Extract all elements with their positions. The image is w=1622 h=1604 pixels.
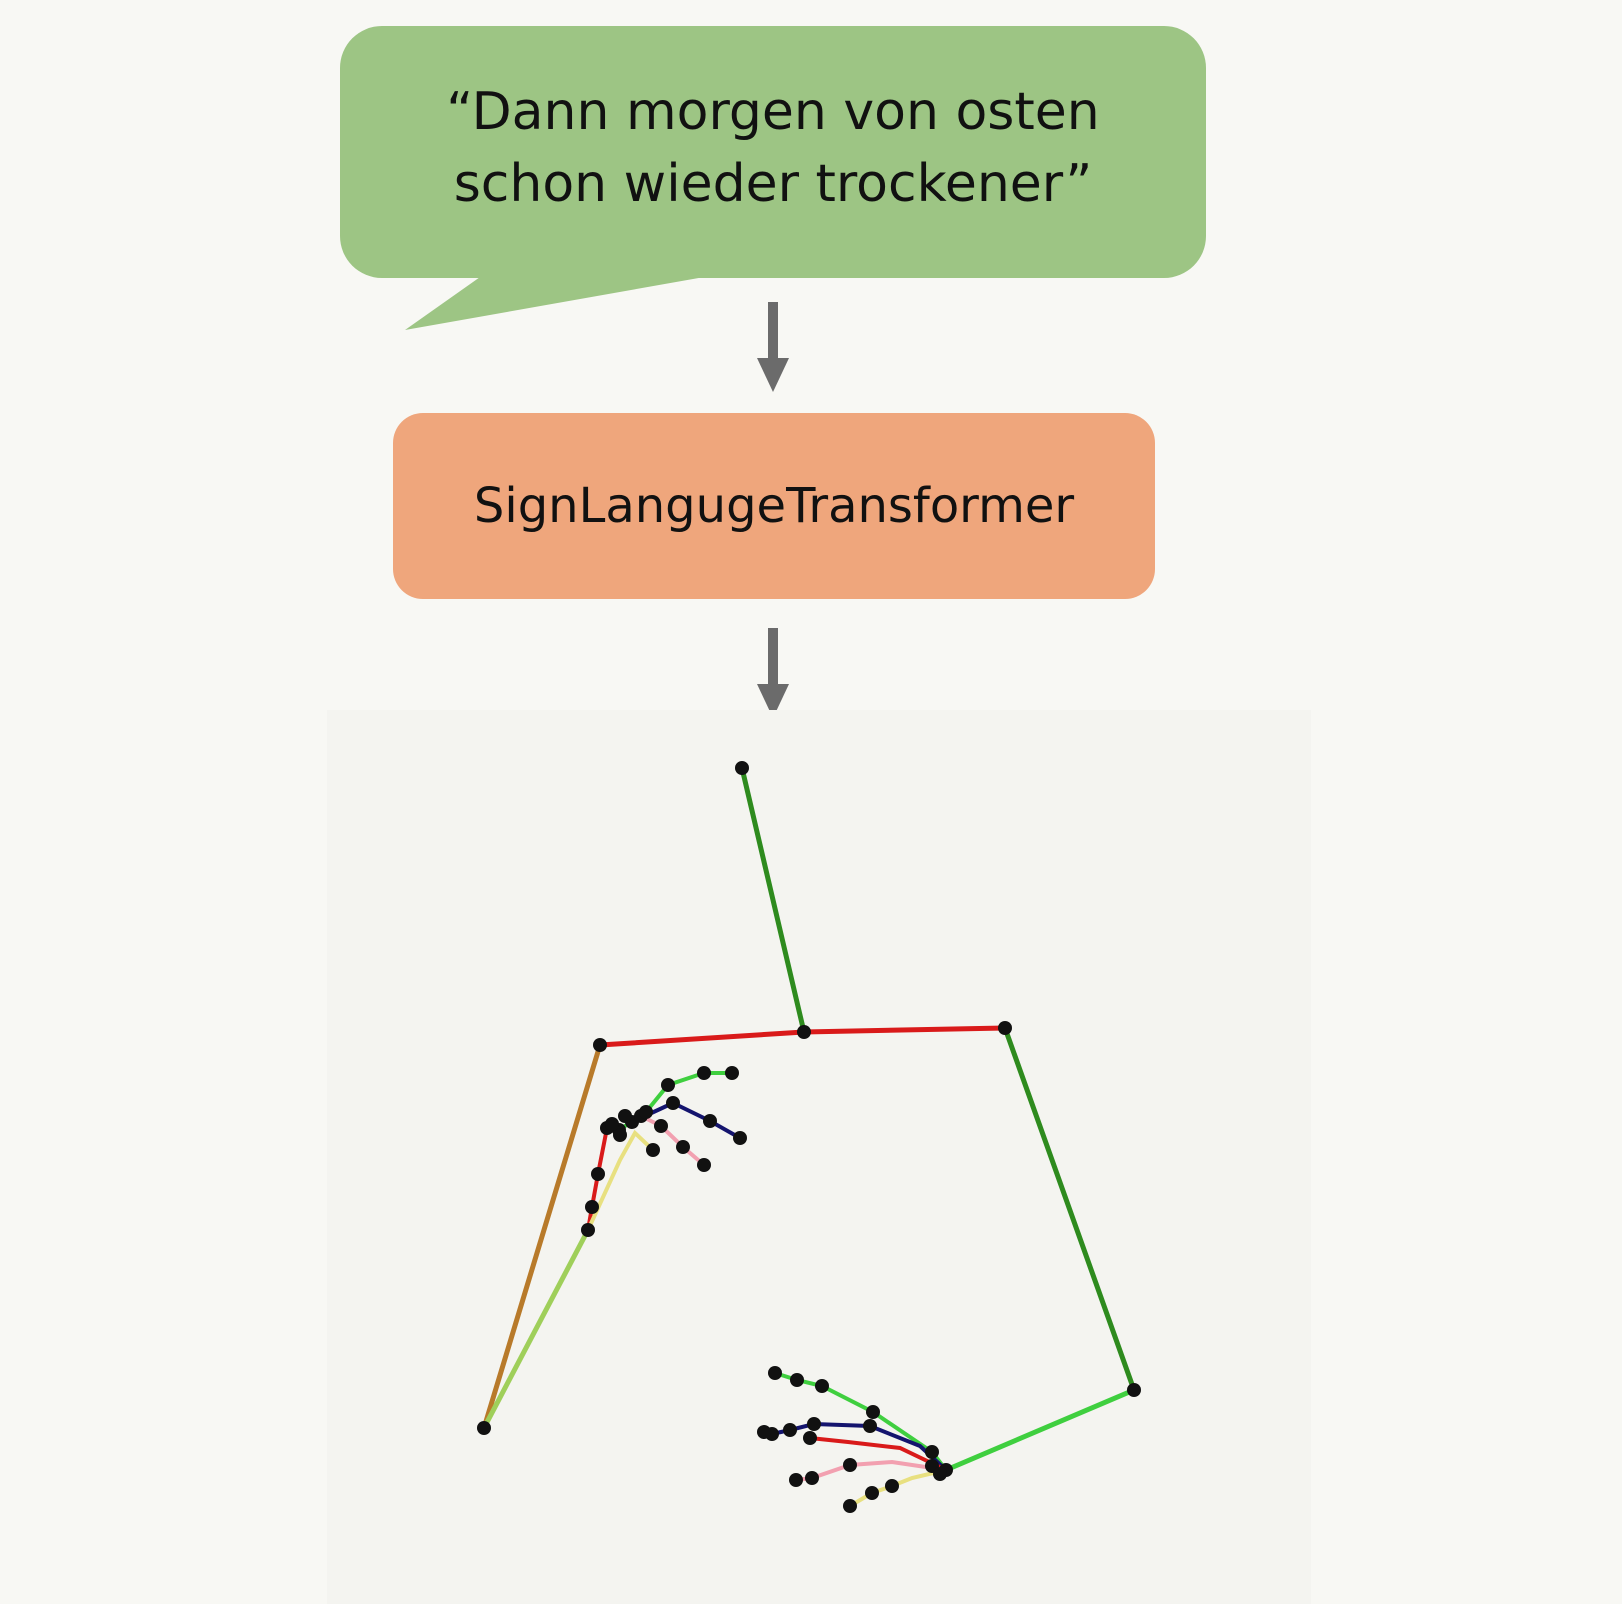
right-hand-keypoints [585,1066,747,1214]
right-shoulder-bone [597,1029,807,1048]
hand-keypoint [805,1471,819,1485]
pose-output-panel [327,710,1311,1604]
hand-keypoint [757,1425,771,1439]
speech-bubble-tail [405,270,710,330]
right-hand [586,1071,742,1232]
right-pinky-bone [586,1129,655,1232]
right-elbow-keypoint [477,1421,491,1435]
hand-keypoint [725,1066,739,1080]
right-forearm-bone [481,1227,591,1431]
left-shoulder-keypoint [998,1021,1012,1035]
hand-keypoint [585,1200,599,1214]
right-wrist-keypoint [581,1223,595,1237]
hand-keypoint [790,1373,804,1387]
input-sentence-bubble: “Dann morgen von osten schon wieder troc… [340,26,1206,278]
hand-keypoint [646,1143,660,1157]
hand-keypoint [676,1140,690,1154]
neck-keypoint [797,1025,811,1039]
hand-keypoint [654,1119,668,1133]
hand-keypoint [768,1366,782,1380]
model-label: SignLangugeTransformer [473,478,1075,534]
right-upper-arm-bone [481,1042,603,1431]
hand-keypoint [733,1131,747,1145]
hand-keypoint [703,1114,717,1128]
hand-keypoint [865,1486,879,1500]
hand-keypoint [863,1419,877,1433]
hand-keypoint [789,1473,803,1487]
neck-bone [739,765,807,1035]
hand-keypoint [666,1096,680,1110]
hand-keypoint [697,1158,711,1172]
body-bones [481,765,1137,1473]
hand-keypoint [803,1431,817,1445]
hand-keypoint [613,1128,627,1142]
hand-keypoint [639,1105,653,1119]
arrow-down-icon [757,628,789,718]
hand-keypoint [843,1499,857,1513]
hand-keypoint [933,1467,947,1481]
model-box: SignLangugeTransformer [393,413,1155,599]
right-thumb-bone [586,1126,609,1232]
hand-keypoint [661,1078,675,1092]
left-ring-bone [808,1436,948,1472]
hand-keypoint [925,1445,939,1459]
hand-keypoint [815,1379,829,1393]
left-shoulder-bone [801,1025,1008,1035]
right-shoulder-keypoint [593,1038,607,1052]
hand-keypoint [605,1117,619,1131]
arrow-down-icon [757,302,789,392]
hand-keypoint [591,1167,605,1181]
hand-keypoint [885,1479,899,1493]
hand-keypoint [618,1109,632,1123]
hand-keypoint [843,1458,857,1472]
hand-keypoint [697,1066,711,1080]
left-upper-arm-bone [1002,1025,1137,1393]
hand-keypoint [807,1417,821,1431]
left-hand-keypoints [757,1366,947,1513]
input-sentence-text: “Dann morgen von osten schon wieder troc… [446,82,1100,214]
left-forearm-bone [943,1387,1137,1473]
head-keypoint [735,761,749,775]
hand-keypoint [866,1405,880,1419]
hand-keypoint [783,1423,797,1437]
body-keypoints [477,761,1141,1477]
left-elbow-keypoint [1127,1383,1141,1397]
right-ring-bone [639,1114,706,1167]
left-index-bone [773,1371,948,1472]
